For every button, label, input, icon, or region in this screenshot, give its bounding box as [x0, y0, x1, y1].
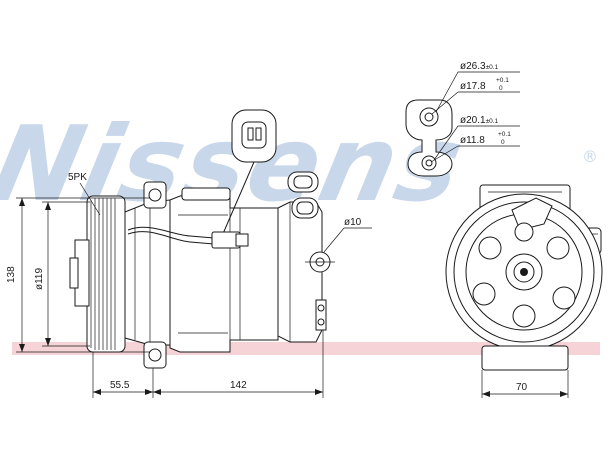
- height-label: 138: [6, 266, 17, 283]
- port-lower-outer-label: ø20.1±0.1: [460, 115, 499, 126]
- hub-holes: [472, 222, 576, 328]
- port-upper-inner-tol-upper: +0.1: [496, 77, 509, 84]
- compressor-front-view: 70: [445, 184, 603, 398]
- pulley-width-label: 55.5: [110, 380, 130, 391]
- electrical-connector: [127, 109, 277, 249]
- compressor-body: [169, 187, 279, 353]
- watermark-registered-mark: ®: [582, 147, 598, 166]
- dimension-lines: [16, 182, 372, 398]
- port-upper-inner-tol-lower: 0: [499, 85, 503, 92]
- port-lower-inner-label: ø11.8: [460, 135, 485, 146]
- port-upper-inner-label: ø17.8: [460, 81, 486, 92]
- bottom-mounting-boss: [481, 345, 569, 371]
- port-lower-inner-tol-lower: 0: [501, 139, 505, 146]
- suction-port: [305, 251, 335, 273]
- belt-type-label: 5PK: [68, 172, 87, 183]
- front-mounting-ears: [143, 181, 167, 369]
- port-diameter-label: ø10: [344, 217, 362, 228]
- body-length-label: 142: [230, 380, 247, 391]
- pulley: [69, 195, 126, 353]
- compressor-side-view: 5PK 138 ø119 55.5 142 ø10: [6, 109, 372, 398]
- pulley-diameter-label: ø119: [34, 268, 45, 290]
- front-housing: [124, 199, 171, 346]
- port-lower-inner-tol-upper: +0.1: [498, 131, 511, 138]
- top-fittings: [287, 171, 319, 219]
- width-label: 70: [516, 382, 528, 393]
- port-detail: ø26.3±0.1 ø17.8 +0.1 0 ø20.1±0.1 ø11.8 +…: [405, 61, 520, 177]
- port-upper-outer-label: ø26.3±0.1: [460, 61, 499, 72]
